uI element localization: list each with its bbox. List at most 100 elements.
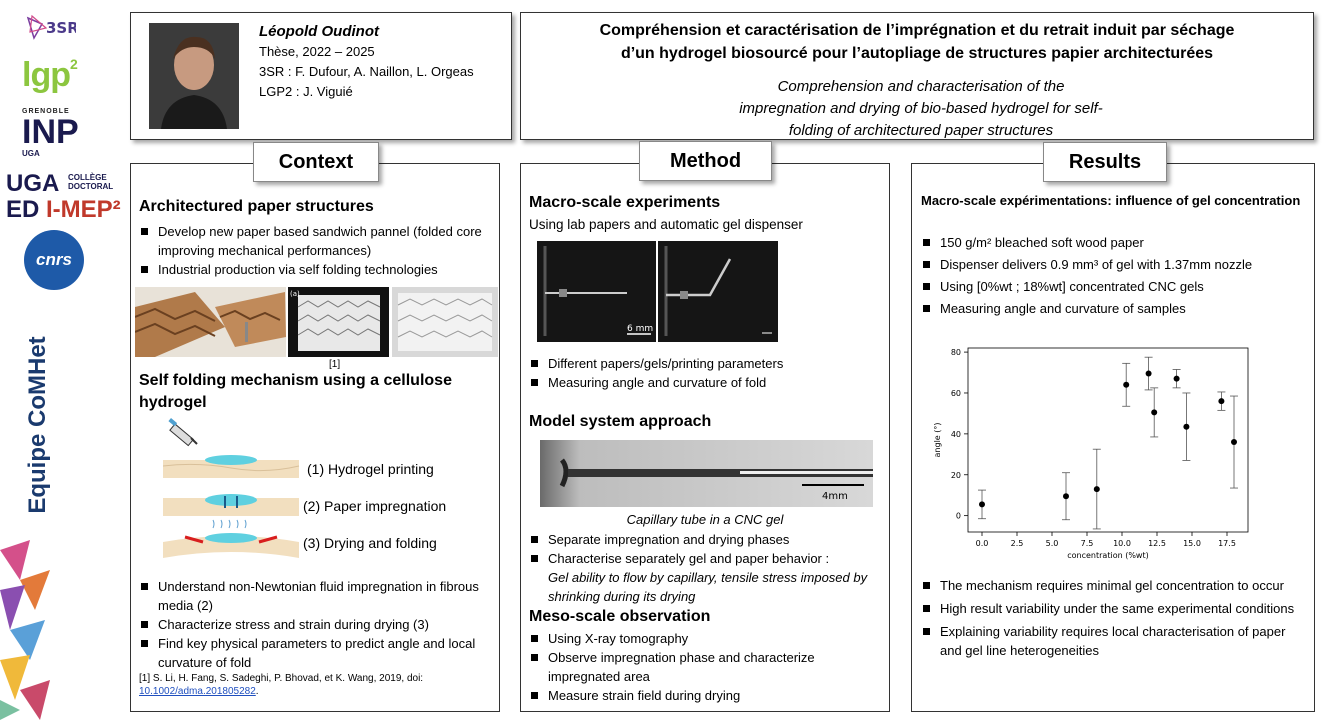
syringe-icon [168,418,198,447]
x-tick-label: 7.5 [1081,539,1094,548]
method-heading-meso: Meso-scale observation [529,608,711,625]
results-heading-macro: Macro-scale expérimentations: influence … [921,193,1301,208]
context-bullets-2: Understand non-Newtonian fluid impregnat… [139,577,491,672]
folded-core-image-icon [135,287,286,357]
origami-photo-3 [392,287,498,357]
context-panel: Architectured paper structures Develop n… [130,163,500,712]
thesis-dates: Thèse, 2022 – 2025 [259,44,375,59]
list-item: Find key physical parameters to predict … [139,634,491,672]
capillary-photo: 4mm [540,440,873,507]
sample-straight-image-icon: 6 mm [537,241,656,342]
ed-imep-text: I-MEP² [46,196,121,223]
results-bullets-1: 150 g/m² bleached soft wood paper Dispen… [921,233,1306,318]
image-reference: [1] [329,359,341,370]
author-photo [149,23,239,129]
list-item: The mechanism requires minimal gel conce… [921,576,1306,595]
step2-paper-icon [163,494,299,516]
macro-photo-after [658,241,778,342]
author-info: Léopold Oudinot Thèse, 2022 – 2025 3SR :… [259,22,474,102]
tab-results: Results [1043,142,1167,182]
list-item: Dispenser delivers 0.9 mm³ of gel with 1… [921,255,1306,274]
list-item: Industrial production via self folding t… [139,260,491,279]
self-folding-steps-diagram [163,418,300,558]
list-item: Measuring angle and curvature of fold [529,373,881,392]
title-english-line2: impregnation and drying of bio-based hyd… [739,100,1103,117]
chart-marks [978,356,1238,530]
list-item: Observe impregnation phase and character… [529,648,881,686]
method-macro-subtitle: Using lab papers and automatic gel dispe… [529,217,803,232]
capillary-caption: Capillary tube in a CNC gel [626,512,784,527]
list-item: Using [0%wt ; 18%wt] concentrated CNC ge… [921,277,1306,296]
plot-frame [967,347,1249,533]
origami-photo-2: (a) [288,287,389,357]
data-point [1145,370,1152,377]
supervisors-lgp2: LGP2 : J. Viguié [259,84,353,99]
y-tick-label: 0 [956,512,961,521]
reference-doi-link[interactable]: 10.1002/adma.201805282 [139,686,256,697]
team-title-text: Equipe CoMHet [24,336,51,514]
grenoble-inp-logo: GRENOBLE INP UGA [22,108,92,158]
cnrs-logo: cnrs [24,230,84,290]
step-drying-folding: (3) Drying and folding [303,535,437,551]
lgp2-sup: 2 [69,56,78,72]
list-item: High result variability under the same e… [921,599,1306,618]
results-panel: Macro-scale expérimentations: influence … [911,163,1315,712]
lgp2-text: lgp [22,56,71,94]
lab-3sr-logo: 3SR [26,14,79,42]
y-tick-label: 40 [951,430,961,439]
y-axis-label: angle (°) [933,423,942,458]
list-item: Measuring angle and curvature of samples [921,299,1306,318]
lgp2-logo: lgp2 [22,56,78,95]
method-heading-macro: Macro-scale experiments [529,194,721,211]
list-item: Using X-ray tomography [529,629,881,648]
list-item: Characterize stress and strain during dr… [139,615,491,634]
data-point [1173,375,1180,382]
method-bullets-1: Different papers/gels/printing parameter… [529,354,881,392]
tab-context: Context [253,142,379,182]
title-english: Comprehension and characterisation of th… [681,76,1161,142]
list-item: Explaining variability requires local ch… [921,622,1306,660]
x-tick-label: 12.5 [1148,539,1166,548]
list-item: 150 g/m² bleached soft wood paper [921,233,1306,252]
ed-prefix: ED [6,196,40,223]
method-heading-model: Model system approach [529,413,712,430]
image-label-a: (a) [290,290,300,298]
sample-folded-image-icon [658,241,778,342]
origami-photo-1 [135,287,286,357]
title-card: Compréhension et caractérisation de l’im… [520,12,1314,140]
cnrs-text: cnrs [36,250,72,269]
list-item-detail: Gel ability to flow by capillary, tensil… [548,570,868,604]
x-tick-label: 15.0 [1183,539,1201,548]
data-point [1183,423,1190,430]
logo-strip: 3SR lgp2 GRENOBLE INP UGA UGA COLLÈGE DO… [0,0,128,720]
context-bullets-1: Develop new paper based sandwich pannel … [139,222,491,279]
method-bullets-3: Using X-ray tomography Observe impregnat… [529,629,881,705]
data-point [1093,486,1100,493]
data-point [979,501,985,508]
college-doctoral-text: COLLÈGE DOCTORAL [68,173,114,191]
uga-logo: UGA COLLÈGE DOCTORAL [6,170,113,198]
lab-3sr-icon: 3SR [26,14,79,40]
ed-imep-logo: ED I-MEP² [6,196,121,224]
team-title: Equipe CoMHet [18,320,58,530]
y-tick-label: 60 [951,389,961,398]
x-tick-label: 0.0 [976,539,989,548]
list-item-text: Characterise separately gel and paper be… [548,551,830,566]
scale-bar-6mm: 6 mm [627,324,653,334]
data-point [1151,409,1158,416]
macro-photo-before: 6 mm [537,241,656,342]
data-point [1231,439,1237,446]
list-item: Characterise separately gel and paper be… [529,549,881,606]
uga-text: UGA [6,170,60,197]
data-point [1218,398,1225,405]
author-card: Léopold Oudinot Thèse, 2022 – 2025 3SR :… [130,12,512,140]
miura-fold-image-icon: (a) [288,287,389,357]
grenoble-inp-main: INP [22,113,79,151]
data-point [1063,493,1069,500]
supervisors-3sr: 3SR : F. Dufour, A. Naillon, L. Orgeas [259,64,474,79]
title-english-line1: Comprehension and characterisation of th… [777,78,1065,95]
list-item: Understand non-Newtonian fluid impregnat… [139,577,491,615]
context-heading-architectured: Architectured paper structures [139,198,374,215]
reference-text: [1] S. Li, H. Fang, S. Sadeghi, P. Bhova… [139,673,424,684]
